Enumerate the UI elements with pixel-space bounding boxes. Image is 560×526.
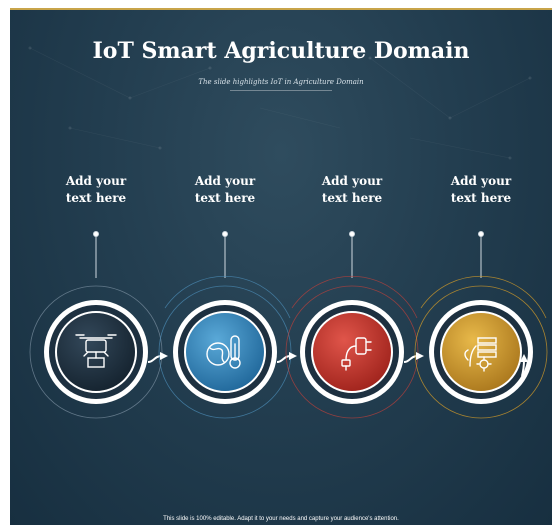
step-2-label-line1: Add your <box>194 174 256 188</box>
step-4-label-line1: Add your <box>450 174 512 188</box>
step-4-label-line2: text here <box>450 191 512 205</box>
connector-pins <box>93 231 484 278</box>
step-3-label-line2: text here <box>321 191 383 205</box>
background-network-pattern <box>28 46 532 160</box>
globe-thermometer-icon <box>206 335 241 369</box>
arrow-2 <box>276 355 292 363</box>
charger-plug-icon <box>341 337 372 371</box>
drone-icon <box>75 334 117 368</box>
slide-footer-note: This slide is 100% editable. Adapt it to… <box>163 516 399 522</box>
arrow-1-head <box>160 352 168 360</box>
step-1-label: Add your text here <box>41 173 151 207</box>
arrow-4-head <box>520 354 528 362</box>
plant-gear-icon <box>464 337 497 372</box>
step-2-label: Add your text here <box>170 173 280 207</box>
step-2-circle <box>158 275 292 419</box>
step-4-circle <box>414 275 548 419</box>
process-diagram <box>29 231 548 419</box>
step-3-circle <box>285 275 419 419</box>
step-1-label-line1: Add your <box>65 174 127 188</box>
step-3-label: Add your text here <box>297 173 407 207</box>
subtitle-divider <box>230 90 332 91</box>
slide-title: IoT Smart Agriculture Domain <box>92 38 470 64</box>
step-1-label-line2: text here <box>65 191 127 205</box>
step-2-label-line2: text here <box>194 191 256 205</box>
arrow-2-head <box>289 352 297 360</box>
top-accent-line <box>10 8 552 10</box>
slide-subtitle: The slide highlights IoT in Agriculture … <box>198 78 364 86</box>
step-4-label: Add your text here <box>426 173 536 207</box>
step-3-label-line1: Add your <box>321 174 383 188</box>
arrow-3-head <box>416 352 424 360</box>
slide-canvas: IoT Smart Agriculture Domain The slide h… <box>10 8 552 525</box>
